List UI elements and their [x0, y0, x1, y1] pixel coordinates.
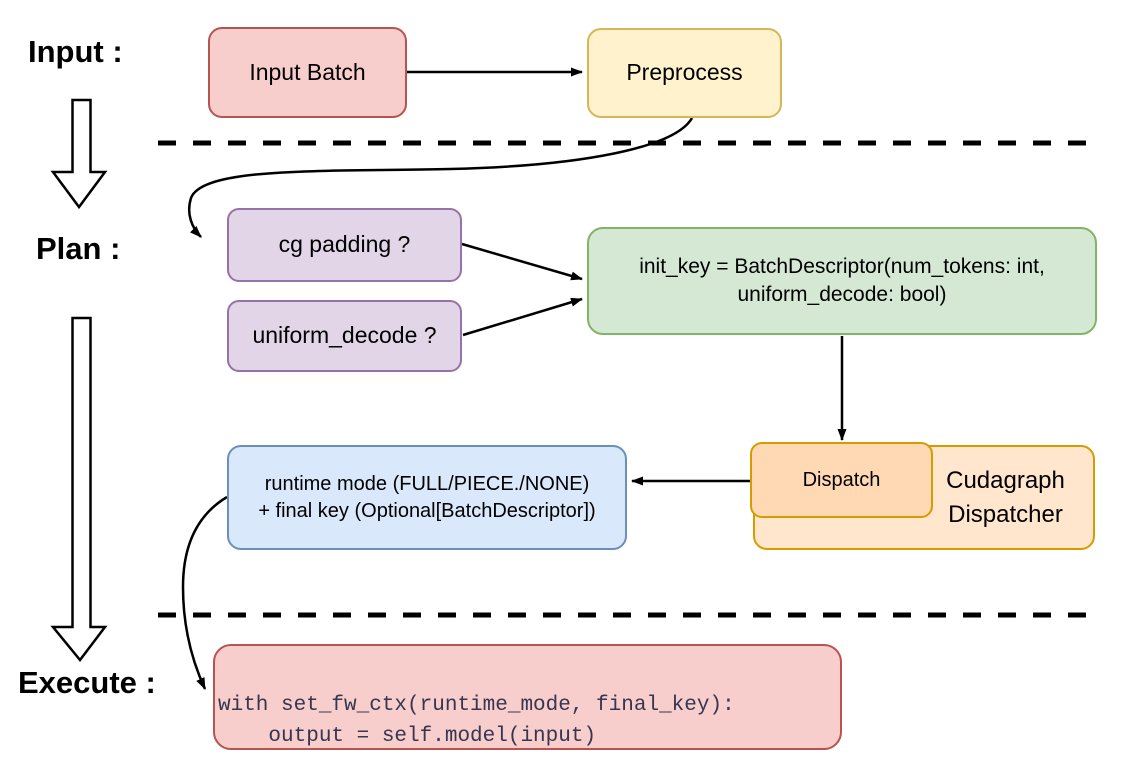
uniform-decode-node: uniform_decode ? — [227, 300, 462, 372]
down-block-arrow-icon — [50, 316, 108, 663]
execute-code-node: with set_fw_ctx(runtime_mode, final_key)… — [213, 644, 842, 750]
execute-phase-label: Execute : — [18, 665, 156, 700]
cg-padding-node: cg padding ? — [227, 208, 462, 282]
arrow-cg-padding-to-init-key — [461, 242, 583, 281]
dispatch-node: Dispatch — [750, 442, 933, 518]
runtime-mode-node: runtime mode (FULL/PIECE./NONE) + final … — [227, 445, 627, 550]
arrow-preprocess-to-cg-padding — [187, 117, 694, 238]
execute-code-text: with set_fw_ctx(runtime_mode, final_key)… — [218, 693, 735, 748]
init-key-node: init_key = BatchDescriptor(num_tokens: i… — [587, 227, 1097, 335]
arrow-uniform-decode-to-init-key — [462, 297, 583, 337]
input-phase-label: Input : — [28, 34, 123, 69]
input-batch-node: Input Batch — [208, 27, 407, 118]
preprocess-node: Preprocess — [587, 28, 782, 118]
cudagraph-dispatcher-label: Cudagraph Dispatcher — [946, 466, 1065, 528]
plan-phase-label: Plan : — [36, 231, 121, 266]
down-block-arrow-icon — [50, 98, 108, 210]
arrow-runtime-mode-to-execute-code — [181, 495, 228, 690]
